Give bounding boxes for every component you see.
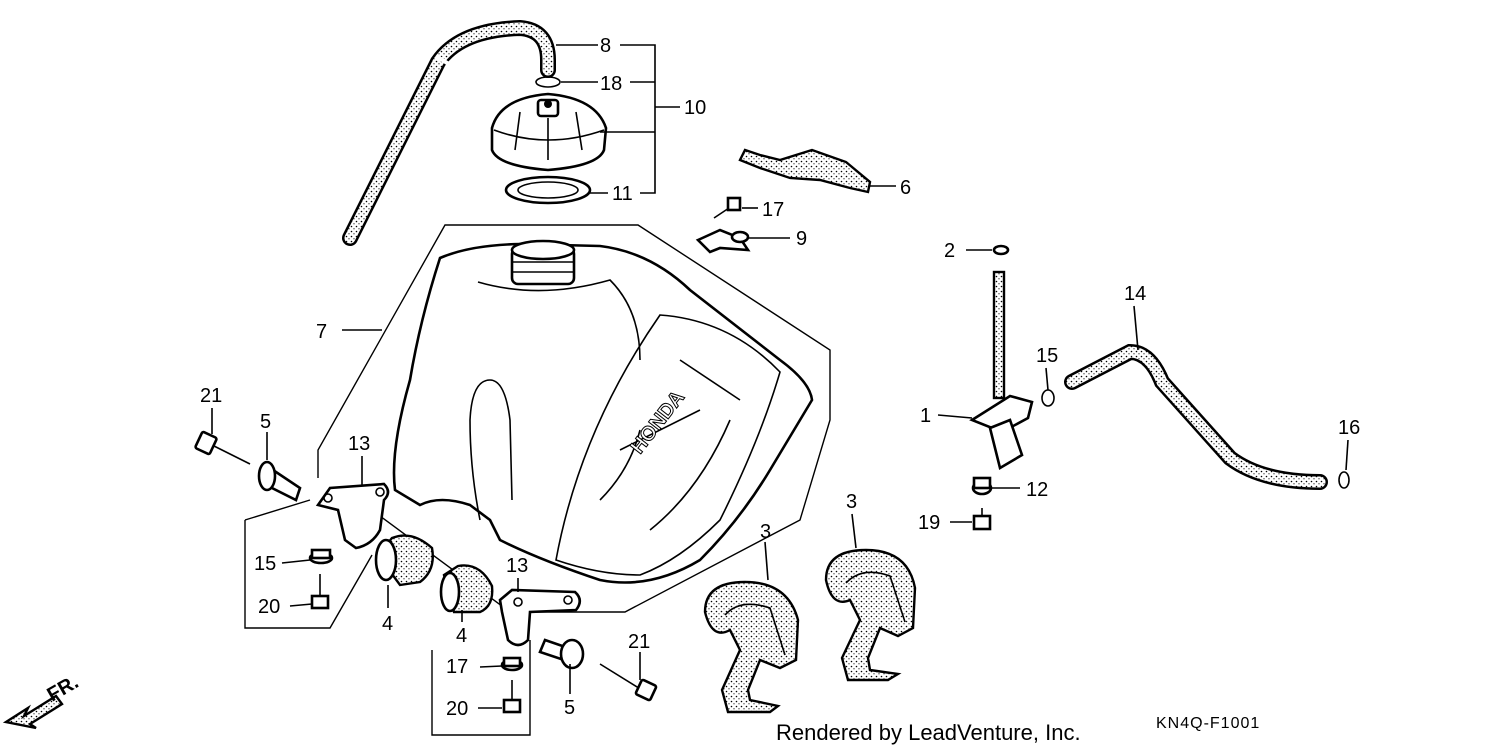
callout-13-left: 13 xyxy=(348,433,370,455)
hose-clamp-plate xyxy=(738,148,872,194)
callout-20-left: 20 xyxy=(258,596,280,618)
nut xyxy=(308,548,334,565)
screw xyxy=(713,196,742,219)
breather-hose xyxy=(342,19,556,246)
tank-group-bracket xyxy=(244,224,831,736)
callout-7: 7 xyxy=(316,321,327,343)
hose-clip xyxy=(1041,389,1055,407)
callout-12: 12 xyxy=(1026,479,1048,501)
hose-clip xyxy=(535,76,561,88)
callout-11: 11 xyxy=(612,183,633,205)
tank-band xyxy=(824,548,917,682)
footer-credit: Rendered by LeadVenture, Inc. xyxy=(776,720,1081,745)
hose-clip xyxy=(1338,471,1350,489)
mount-rubber xyxy=(374,534,434,587)
bolt xyxy=(310,574,330,610)
callout-15-right: 17 xyxy=(446,656,468,678)
callout-15-left: 15 xyxy=(254,553,276,575)
callout-16: 17 xyxy=(762,199,784,221)
callout-19: 19 xyxy=(918,512,940,534)
clamp xyxy=(695,228,751,254)
tank-bracket xyxy=(315,482,390,550)
callout-1: 1 xyxy=(920,405,931,427)
callout-17-left: 15 xyxy=(1036,345,1058,367)
callout-3-left: 3 xyxy=(760,521,771,543)
callout-21-left: 21 xyxy=(200,385,222,407)
collar xyxy=(257,460,302,502)
callout-8: 8 xyxy=(600,35,611,57)
tank-band xyxy=(703,580,800,714)
fuel-cap xyxy=(490,92,608,172)
collar xyxy=(538,638,585,670)
leader-lines xyxy=(211,44,1349,709)
cap-gasket xyxy=(504,175,592,205)
callout-14: 14 xyxy=(1124,283,1146,305)
callout-21-right: 21 xyxy=(628,631,650,653)
diagram-code: KN4Q-F1001 xyxy=(1156,715,1260,732)
callout-labels: 8 18 10 11 6 17 9 2 7 14 15 1 16 12 19 2… xyxy=(200,35,1360,720)
callout-3-right: 3 xyxy=(846,491,857,513)
callout-4-left: 4 xyxy=(382,613,393,635)
callout-2: 2 xyxy=(944,240,955,262)
nut xyxy=(500,656,524,672)
callout-18: 18 xyxy=(600,73,622,95)
front-direction-arrow: FR. xyxy=(2,671,82,730)
callout-13-right: 13 xyxy=(506,555,528,577)
nut xyxy=(971,476,993,496)
callout-20-right: 20 xyxy=(446,698,468,720)
bolt xyxy=(502,680,522,714)
callout-9: 9 xyxy=(796,228,807,250)
callout-5-right: 5 xyxy=(564,697,575,719)
callout-5-left: 5 xyxy=(260,411,271,433)
mount-rubber xyxy=(439,564,494,614)
callout-10: 10 xyxy=(684,97,706,119)
bolt xyxy=(972,508,992,531)
fuel-valve xyxy=(969,244,1034,471)
tank-bracket xyxy=(498,588,582,647)
callout-4-right: 4 xyxy=(456,625,467,647)
fuel-tank: HONDA xyxy=(392,239,814,584)
bolt xyxy=(599,663,658,702)
callout-6: 6 xyxy=(900,177,911,199)
callout-17-right: 16 xyxy=(1338,417,1360,439)
bolt xyxy=(194,430,251,465)
fuel-hose xyxy=(1064,343,1328,490)
